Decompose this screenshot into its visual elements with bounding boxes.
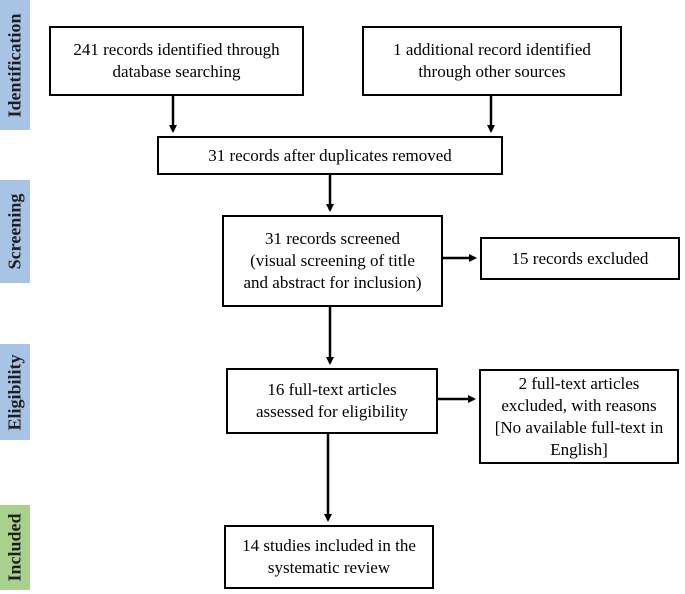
box-after-duplicates: 31 records after duplicates removed xyxy=(157,136,503,175)
box-included-studies: 14 studies included in the systematic re… xyxy=(224,525,434,589)
phase-screening: Screening xyxy=(0,180,30,283)
phase-eligibility: Eligibility xyxy=(0,344,30,440)
box-full-text: 16 full-text articles assessed for eligi… xyxy=(226,368,438,434)
box-other-sources: 1 additional record identified through o… xyxy=(362,26,622,96)
box-database-records: 241 records identified through database … xyxy=(49,26,304,96)
box-records-excluded: 15 records excluded xyxy=(480,237,680,280)
box-full-text-excluded: 2 full-text articles excluded, with reas… xyxy=(479,369,679,464)
phase-identification: Identification xyxy=(0,0,30,130)
box-screened: 31 records screened (visual screening of… xyxy=(222,215,443,307)
phase-included: Included xyxy=(0,505,30,590)
